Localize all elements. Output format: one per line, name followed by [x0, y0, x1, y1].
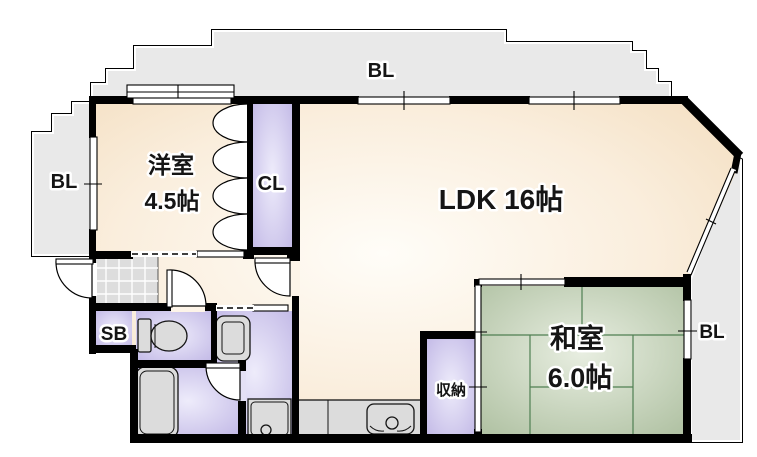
balcony-top: [90, 29, 672, 102]
walls: [89, 96, 744, 443]
closet-cl-floor: [253, 101, 292, 248]
ldk-opening: [291, 261, 300, 296]
label-storage: 収納: [436, 381, 466, 399]
label-western-room-size: 4.5帖: [145, 188, 200, 214]
bathtub-fixture: [135, 366, 179, 439]
genkan-tile-grid: [93, 255, 158, 307]
closet-folding-doors: [212, 103, 248, 251]
label-shoebox: SB: [101, 324, 127, 345]
washbasin-fixture: [215, 315, 251, 362]
entrance-door-swing: [55, 261, 93, 299]
label-closet-cl: CL: [258, 173, 285, 195]
shoebox-floor: [96, 311, 132, 346]
label-japanese-room: 和室: [550, 323, 604, 354]
storage-floor: [427, 339, 475, 434]
windows: [84, 84, 736, 433]
doors: [55, 103, 300, 401]
ldk-door-swing: [254, 260, 291, 297]
label-balcony-right: BL: [699, 322, 725, 343]
label-western-room: 洋室: [148, 152, 194, 178]
balcony-left: [31, 101, 94, 257]
label-balcony-top: BL: [368, 60, 395, 82]
label-japanese-room-size: 6.0帖: [548, 363, 613, 393]
bath-opening: [238, 371, 246, 401]
kitchen-counter: [296, 399, 423, 439]
label-balcony-left: BL: [51, 171, 78, 193]
toilet-opening: [171, 303, 205, 312]
washing-machine-pan: [247, 398, 292, 439]
tatami-grid: [478, 286, 686, 434]
toilet-door-swing: [169, 269, 207, 307]
label-ldk: LDK 16帖: [439, 184, 563, 215]
toilet-fixture: [137, 318, 188, 353]
entrance-opening: [89, 263, 97, 296]
labels: BL BL BL 洋室 4.5帖 CL LDK 16帖 和室 6.0帖 SB 収…: [48, 58, 727, 402]
